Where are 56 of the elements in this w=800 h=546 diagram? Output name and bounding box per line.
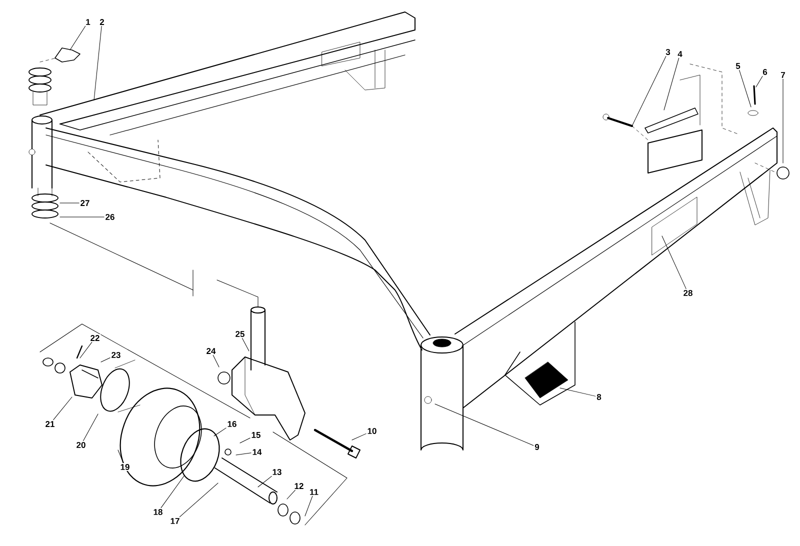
callout-number: 26 — [104, 213, 116, 222]
leader-line — [60, 202, 80, 204]
callout-number: 18 — [152, 508, 164, 516]
leader-line — [782, 78, 784, 164]
leader-line — [83, 414, 98, 442]
leader-line — [434, 404, 534, 446]
callout-number: 3 — [664, 48, 672, 56]
leader-line — [664, 58, 680, 110]
callout-number: 27 — [79, 199, 91, 207]
leader-line — [94, 26, 102, 100]
callout-number: 9 — [534, 443, 540, 452]
callout-number: 21 — [44, 420, 56, 428]
callout-number: 5 — [734, 62, 742, 70]
callout-number: 13 — [271, 468, 283, 476]
leader-line — [258, 476, 272, 488]
callout-number: 19 — [119, 463, 131, 472]
callout-number: 15 — [250, 431, 262, 439]
callout-number: 25 — [234, 330, 246, 338]
leader-line — [352, 433, 366, 440]
leader-line — [214, 428, 226, 436]
callout-number: 11 — [308, 488, 320, 496]
leader-line — [179, 482, 218, 518]
callout-number: 17 — [169, 517, 181, 525]
callout-number: 24 — [205, 347, 217, 355]
callout-number: 22 — [89, 334, 101, 342]
callout-number: 12 — [293, 482, 305, 490]
leader-line — [53, 396, 72, 420]
leader-line — [560, 388, 596, 396]
callout-number: 20 — [75, 441, 87, 450]
callout-number: 7 — [780, 71, 786, 79]
leader-line — [286, 490, 296, 500]
callout-number: 8 — [596, 393, 602, 402]
leader-line — [80, 342, 92, 358]
callout-number: 2 — [98, 18, 106, 26]
leader-line — [70, 26, 86, 50]
leader-line — [118, 450, 124, 464]
leader-line — [662, 236, 686, 290]
callout-number: 28 — [682, 289, 694, 297]
leader-line — [236, 452, 252, 456]
callout-number: 1 — [84, 18, 92, 26]
callout-number: 23 — [110, 351, 122, 360]
leader-line — [739, 70, 752, 108]
leader-line — [756, 76, 763, 88]
leader-line — [632, 56, 666, 126]
leader-line — [242, 338, 250, 352]
leader-line — [240, 438, 250, 444]
callout-number: 4 — [676, 50, 684, 58]
leader-line — [160, 476, 184, 508]
leader-line — [304, 496, 313, 516]
callout-number: 6 — [762, 68, 768, 76]
leader-line — [212, 354, 220, 368]
callout-number: 16 — [226, 420, 238, 428]
leader-line — [100, 358, 110, 362]
callout-number: 10 — [366, 427, 378, 436]
callout-number: 14 — [251, 448, 263, 456]
leader-line — [60, 216, 104, 218]
